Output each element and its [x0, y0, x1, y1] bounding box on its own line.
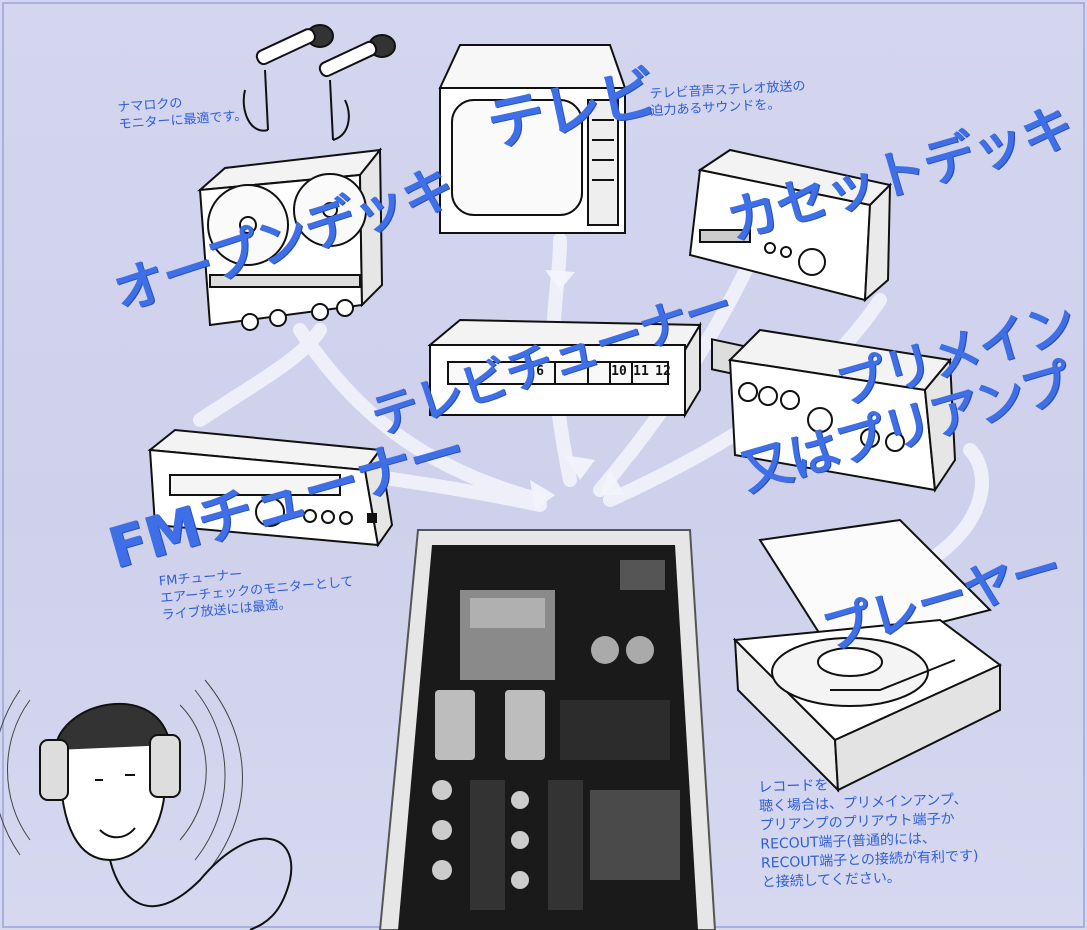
microphones [242, 24, 396, 141]
pre-main-amplifier [727, 328, 957, 493]
channel-number: 11 [633, 364, 649, 379]
channel-number: 6 [536, 364, 544, 379]
person-with-headphones [0, 679, 293, 930]
note-record: レコードを 聴く場合は、プリメインアンプ、 プリアンプのプリアウト端子か REC… [758, 777, 979, 891]
amplifier-chassis-photo [378, 529, 717, 930]
open-reel-deck [197, 147, 384, 331]
channel-number: 10 [611, 364, 627, 379]
arrow-heads [530, 270, 625, 510]
tv-set [438, 44, 627, 234]
record-player [732, 518, 1002, 793]
tv-tuner [427, 318, 702, 419]
channel-number: 12 [655, 364, 671, 379]
fm-tuner [147, 428, 394, 548]
cassette-deck [688, 148, 893, 381]
tv-tuner-channel-numbers: 6 10 11 12 [528, 364, 674, 379]
